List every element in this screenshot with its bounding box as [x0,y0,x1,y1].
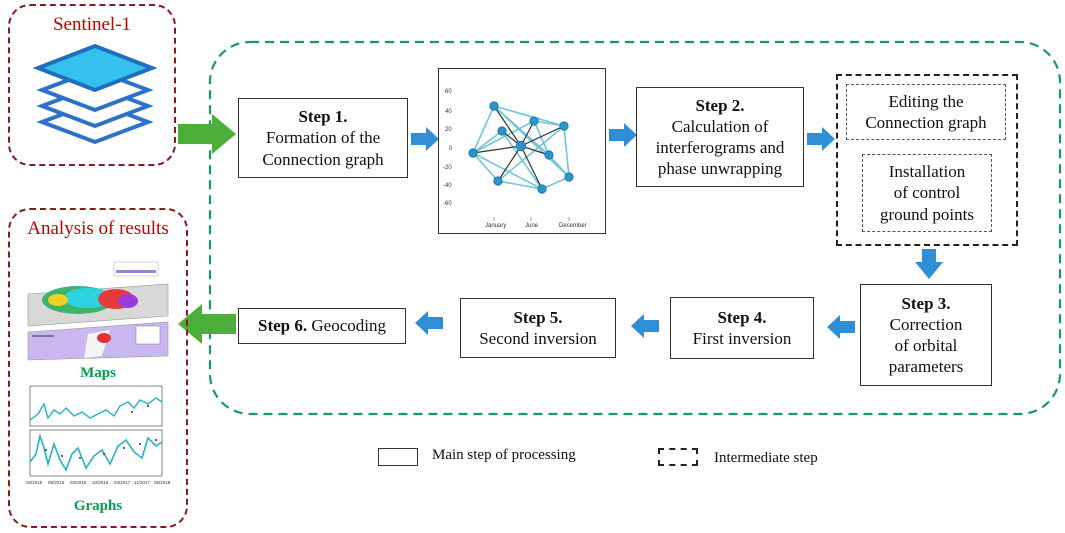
step-6-box: Step 6. Geocoding [238,308,406,344]
graph-node [515,140,527,152]
results-maps-image [27,261,169,361]
y-tick: 40 [445,109,452,115]
graph-node [529,116,539,126]
step-1-title: Step 1. [298,107,348,127]
legend-intermediate-swatch [658,448,698,466]
blue-arrow-right [807,127,835,151]
graph-x-tick: 11/2017 [134,480,150,485]
graph-node [497,126,507,136]
step-3-line3: parameters [888,357,964,377]
graph-x-tick: 03/2016 [70,480,87,485]
green-arrow-right [178,114,236,154]
graph-node [564,172,574,182]
step-1-line1: Formation of the [265,128,381,148]
blue-arrow-left [415,311,443,335]
graph-node [489,101,499,111]
control-points-box: Installation of control ground points [862,154,992,232]
edit-graph-box: Editing the Connection graph [846,84,1006,140]
control-points-line2: of control [893,183,961,203]
step-2-line2: interferograms and [655,138,785,157]
step-4-line1: First inversion [692,329,792,348]
results-graphs-image: 02/2015 08/2015 03/2016 10/2016 04/2017 … [26,385,171,485]
legend-main-swatch [378,448,418,466]
graph-node [544,150,554,160]
y-tick: -20 [443,165,452,171]
legend-intermediate-label: Intermediate step [714,450,818,466]
graph-node [559,121,569,131]
y-tick: -60 [443,201,452,207]
intermediate-steps-frame [836,74,1018,246]
step-2-line1: Calculation of [671,116,769,136]
blue-arrow-left [631,314,659,338]
graph-node [493,176,503,186]
step-3-line1: Correction [889,314,963,334]
step-3-title: Step 3. [901,293,951,313]
step-3-line2: of orbital [894,336,958,355]
results-title: Analysis of results [27,218,169,239]
connection-graph-image: 60 40 20 0 -20 -40 -60 January June Dece… [438,68,606,234]
results-frame [8,208,188,528]
green-arrow-left [178,304,236,344]
step-5-box: Step 5. Second inversion [460,298,616,358]
graph-x-tick: 10/2016 [92,480,109,485]
connection-graph-plot: 60 40 20 0 -20 -40 -60 January June Dece… [443,89,587,229]
edit-graph-line2: Connection graph [865,113,987,132]
maps-label: Maps [80,365,116,381]
step-3-box: Step 3. Correction of orbital parameters [860,284,992,386]
graph-x-tick: 05/2018 [154,480,171,485]
sentinel-title: Sentinel-1 [52,14,132,35]
step-4-box: Step 4. First inversion [670,297,814,359]
stacked-layers-icon [32,43,158,145]
graph-node [537,184,547,194]
sentinel-frame [8,4,176,166]
x-tick: January [485,223,506,229]
y-tick: 0 [449,146,453,152]
control-points-line1: Installation [888,162,966,182]
blue-arrow-left [827,315,855,339]
y-tick: -40 [443,183,452,189]
graphs-label: Graphs [73,498,123,514]
x-tick: December [559,223,587,229]
step-5-line1: Second inversion [479,329,597,348]
step-1-line2: Connection graph [262,149,384,169]
graph-x-tick: 04/2017 [114,480,131,485]
y-tick: 60 [445,89,452,95]
blue-arrow-right [411,127,439,151]
x-tick: June [525,223,539,229]
step-2-box: Step 2. Calculation of interferograms an… [636,87,804,187]
control-points-line3: ground points [880,204,974,224]
y-tick: 20 [445,127,452,133]
step-6-title: Step 6. [258,316,308,336]
graph-x-tick: 08/2015 [48,480,65,485]
graph-node [468,148,478,158]
legend-main-label: Main step of processing [432,447,576,463]
blue-arrow-down [915,249,943,279]
step-4-title: Step 4. [717,307,767,327]
blue-arrow-right [609,123,637,147]
step-1-box: Step 1. Formation of the Connection grap… [238,98,408,178]
graph-x-tick: 02/2015 [26,480,43,485]
step-2-line3: phase unwrapping [657,159,783,179]
step-6-line1: Geocoding [311,316,386,336]
edit-graph-line1: Editing the [888,91,964,111]
step-2-title: Step 2. [695,95,745,115]
step-5-title: Step 5. [513,307,563,327]
